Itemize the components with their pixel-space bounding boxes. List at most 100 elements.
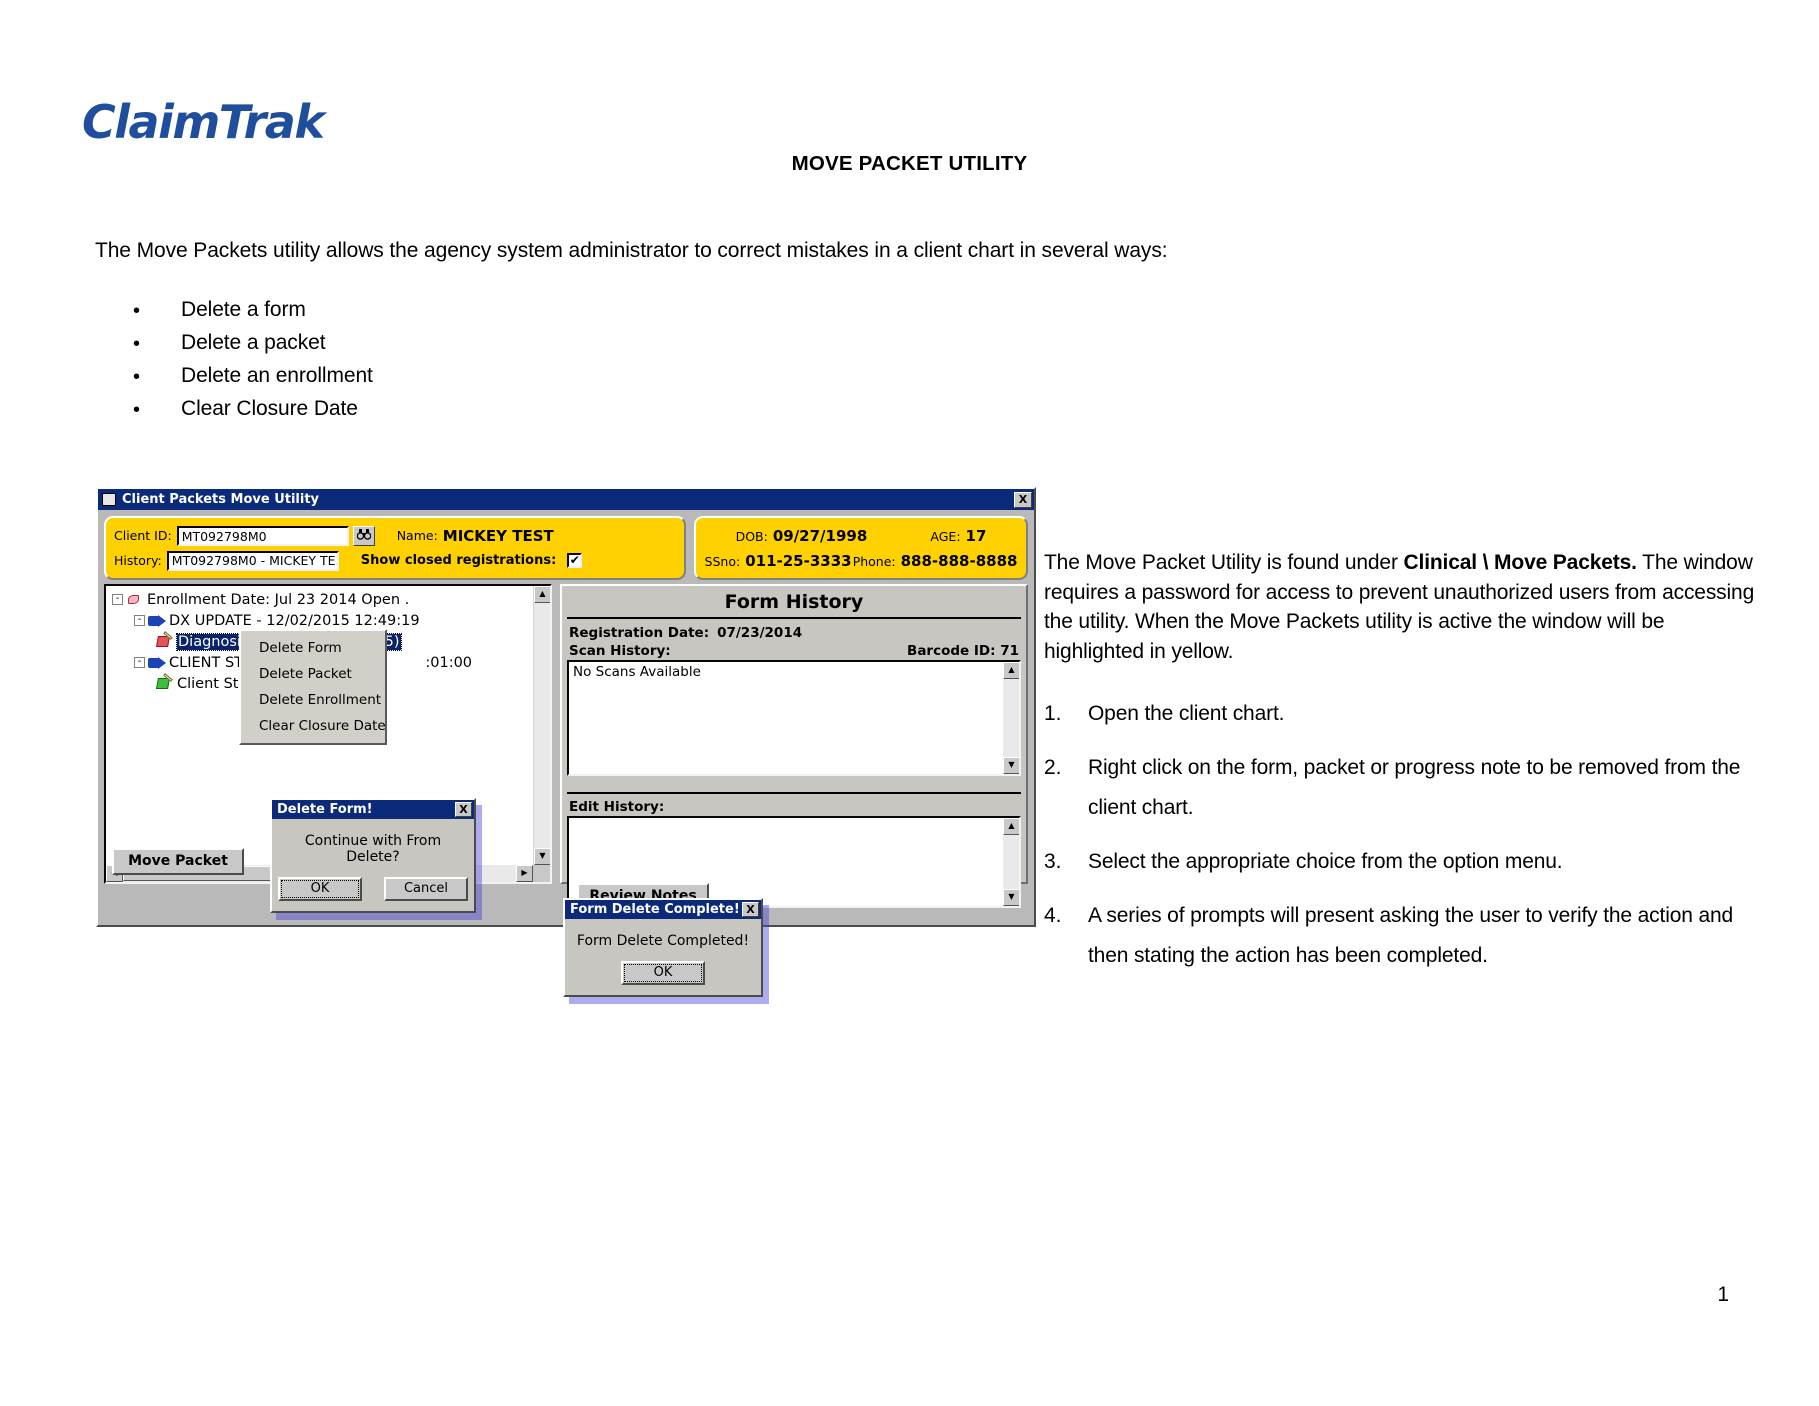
expander-icon[interactable]: - xyxy=(134,615,145,626)
show-closed-registrations-checkbox[interactable]: ✔ xyxy=(567,553,583,568)
tree-node-label: DX UPDATE - 12/02/2015 12:49:19 xyxy=(169,612,420,629)
history-label: History: xyxy=(114,553,162,568)
claimtrak-logo: ClaimTrak xyxy=(82,95,325,149)
ok-button[interactable]: OK xyxy=(621,961,705,985)
form-history-panel: Form History Registration Date: 07/23/20… xyxy=(560,584,1028,908)
step-text: A series of prompts will present asking … xyxy=(1088,904,1734,967)
client-id-input[interactable]: MT092798M0 xyxy=(176,525,349,546)
packet-flag-icon xyxy=(148,613,167,629)
packet-flag-icon xyxy=(148,655,167,671)
registration-date-value: 07/23/2014 xyxy=(717,625,803,641)
tree-node-label: Enrollment Date: Jul 23 2014 Open . xyxy=(147,591,410,608)
menu-item-delete-packet[interactable]: Delete Packet xyxy=(259,666,352,682)
dialog-message: Form Delete Completed! xyxy=(576,933,750,949)
list-item: 1. Open the client chart. xyxy=(1044,694,1760,734)
show-closed-registrations-label: Show closed registrations: xyxy=(360,553,557,568)
scroll-down-icon[interactable]: ▼ xyxy=(1003,889,1019,906)
intro-paragraph: The Move Packets utility allows the agen… xyxy=(95,239,1168,262)
client-identity-panel: Client ID: MT092798M0 Name: MICKEY TEST xyxy=(104,516,686,580)
delete-form-dialog: Delete Form! X Continue with From Delete… xyxy=(270,798,476,913)
scroll-right-icon[interactable]: ▶ xyxy=(516,865,533,882)
binoculars-icon[interactable] xyxy=(352,525,375,546)
dialog-button-row: OK Cancel xyxy=(272,877,474,911)
move-packet-button[interactable]: Move Packet xyxy=(112,848,244,875)
divider xyxy=(567,792,1021,794)
instructions-column: The Move Packet Utility is found under C… xyxy=(1044,548,1760,990)
scan-history-scrollbar[interactable]: ▲ ▼ xyxy=(1003,662,1019,774)
step-text: Select the appropriate choice from the o… xyxy=(1088,850,1563,873)
list-item: • Delete a packet xyxy=(133,331,733,364)
ssno-label: SSno: xyxy=(704,553,741,569)
tree-node-enrollment[interactable]: - Enrollment Date: Jul 23 2014 Open . xyxy=(112,589,550,610)
scan-history-listbox[interactable]: No Scans Available ▲ ▼ xyxy=(567,660,1021,776)
tree-vertical-scrollbar[interactable]: ▲ ▼ xyxy=(533,586,550,865)
page-number: 1 xyxy=(1717,1283,1729,1306)
scroll-up-icon[interactable]: ▲ xyxy=(1003,818,1019,835)
form-delete-complete-dialog: Form Delete Complete! X Form Delete Comp… xyxy=(563,898,763,997)
list-item: • Delete a form xyxy=(133,298,733,331)
capability-bullet-list: • Delete a form • Delete a packet • Dele… xyxy=(133,298,733,430)
cancel-button[interactable]: Cancel xyxy=(384,877,468,901)
close-icon[interactable]: X xyxy=(1014,491,1032,508)
list-item: • Clear Closure Date xyxy=(133,397,733,430)
window-titlebar: Client Packets Move Utility X xyxy=(98,489,1034,510)
registration-date-row: Registration Date: 07/23/2014 xyxy=(567,624,1021,642)
ssno-value: 011-25-3333 xyxy=(745,551,852,570)
list-item-label: Clear Closure Date xyxy=(181,397,358,420)
expander-icon[interactable]: - xyxy=(134,657,145,668)
age-value: 17 xyxy=(965,526,987,545)
expander-icon[interactable]: - xyxy=(112,594,123,605)
history-select-value: MT092798M0 - MICKEY TE... xyxy=(171,553,339,568)
numbered-steps-list: 1. Open the client chart. 2. Right click… xyxy=(1044,694,1760,976)
client-name-value: MICKEY TEST xyxy=(442,526,554,545)
dialog-title: Delete Form! xyxy=(277,802,373,817)
scan-history-value: No Scans Available xyxy=(573,664,701,680)
window-app-icon xyxy=(102,493,116,506)
list-item: • Delete an enrollment xyxy=(133,364,733,397)
bullet-icon: • xyxy=(133,399,141,421)
close-icon[interactable]: X xyxy=(742,902,759,917)
desc-menu-path: Clinical \ Move Packets. xyxy=(1403,551,1637,574)
desc-part1: The Move Packet Utility is found under xyxy=(1044,551,1404,574)
tree-node-dx-update-packet[interactable]: - DX UPDATE - 12/02/2015 12:49:19 xyxy=(112,610,550,631)
bullet-icon: • xyxy=(133,333,141,355)
form-red-icon xyxy=(156,634,175,650)
close-icon[interactable]: X xyxy=(455,802,472,817)
barcode-id-label: Barcode ID: 71 xyxy=(907,643,1019,659)
menu-item-clear-closure-date[interactable]: Clear Closure Date xyxy=(259,718,386,734)
step-number: 1. xyxy=(1044,702,1062,725)
edit-history-scrollbar[interactable]: ▲ ▼ xyxy=(1003,818,1019,906)
bullet-icon: • xyxy=(133,300,141,322)
step-text: Right click on the form, packet or progr… xyxy=(1088,756,1741,819)
registration-date-label: Registration Date: xyxy=(569,625,710,641)
dialog-button-row: OK xyxy=(565,961,761,995)
age-label: AGE: xyxy=(930,528,961,544)
client-packets-move-utility-window: Client Packets Move Utility X Client ID:… xyxy=(96,487,1036,927)
dialog-message: Continue with From Delete? xyxy=(304,833,442,865)
menu-item-delete-enrollment[interactable]: Delete Enrollment xyxy=(259,692,382,708)
scroll-up-icon[interactable]: ▲ xyxy=(534,586,550,603)
tree-context-menu[interactable]: Delete Form Delete Packet Delete Enrollm… xyxy=(239,629,387,745)
divider xyxy=(567,617,1021,619)
bullet-icon: • xyxy=(133,366,141,388)
step-number: 2. xyxy=(1044,756,1062,779)
dob-value: 09/27/1998 xyxy=(772,526,868,545)
step-text: Open the client chart. xyxy=(1088,702,1285,725)
edit-history-row: Edit History: xyxy=(567,798,1021,816)
dialog-titlebar: Delete Form! X xyxy=(272,800,474,819)
scan-history-label: Scan History: xyxy=(569,643,671,659)
ok-button[interactable]: OK xyxy=(278,877,362,901)
step-number: 3. xyxy=(1044,850,1062,873)
scroll-down-icon[interactable]: ▼ xyxy=(1003,757,1019,774)
menu-item-delete-form[interactable]: Delete Form xyxy=(259,640,342,656)
list-item: 3. Select the appropriate choice from th… xyxy=(1044,842,1760,882)
edit-history-label: Edit History: xyxy=(569,799,665,815)
phone-value: 888-888-8888 xyxy=(900,551,1018,570)
list-item: 2. Right click on the form, packet or pr… xyxy=(1044,748,1760,828)
scroll-up-icon[interactable]: ▲ xyxy=(1003,662,1019,679)
history-select[interactable]: MT092798M0 - MICKEY TE... ▼ xyxy=(166,550,339,571)
scroll-down-icon[interactable]: ▼ xyxy=(534,848,550,865)
list-item: 4. A series of prompts will present aski… xyxy=(1044,896,1760,976)
client-header-zone: Client ID: MT092798M0 Name: MICKEY TEST xyxy=(98,510,1034,584)
dob-label: DOB: xyxy=(735,528,768,544)
